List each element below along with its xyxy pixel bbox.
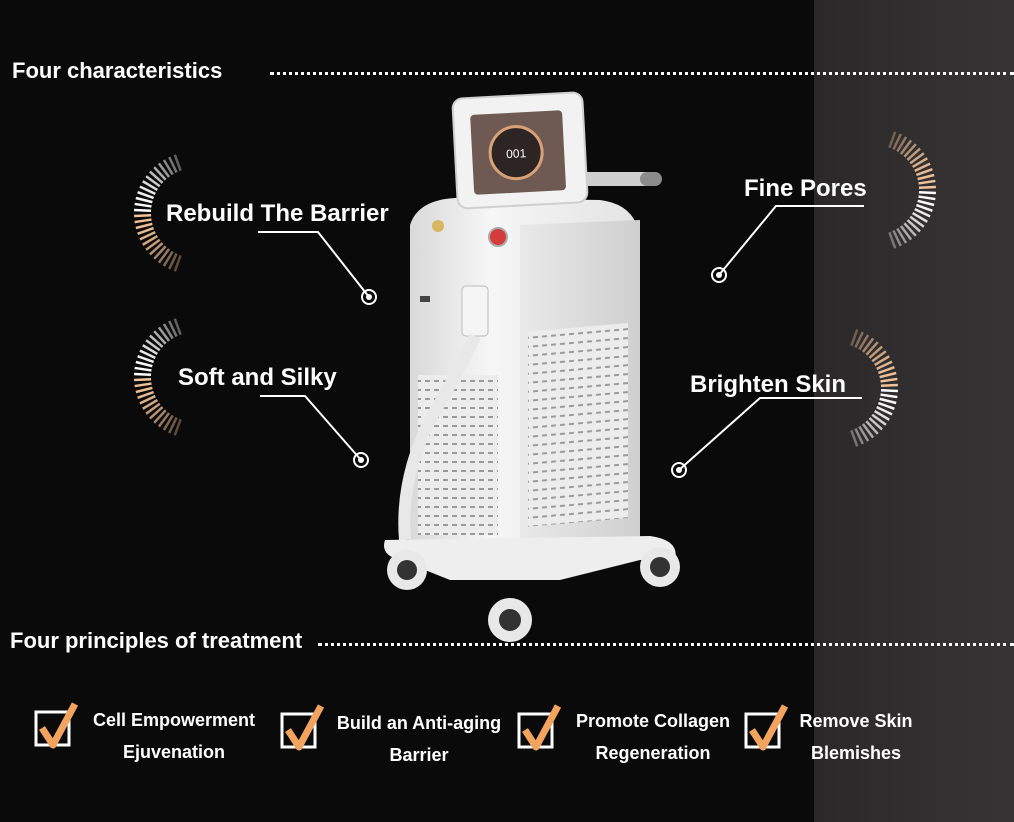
feature-label-brighten-skin: Brighten Skin <box>690 371 847 398</box>
principle-collagen: Promote Collagen Regeneration <box>568 705 738 769</box>
checkmark-icon <box>34 702 79 749</box>
emergency-stop-button <box>488 227 508 247</box>
dotted-divider <box>318 643 1014 646</box>
principle-cell-empowerment: Cell Empowerment Ejuvenation <box>86 704 262 768</box>
dash-ring <box>134 154 182 272</box>
right-shade-panel <box>814 0 1014 822</box>
principle-line2: Regeneration <box>595 743 711 763</box>
checkmark-icon <box>517 704 562 751</box>
dash-ring <box>850 329 898 447</box>
vent-grille <box>528 323 628 442</box>
dash-ring <box>888 131 936 249</box>
feature-label-rebuild-barrier: Rebuild The Barrier <box>166 200 389 227</box>
dotted-divider <box>270 72 1014 75</box>
section-title-principles: Four principles of treatment <box>10 628 303 653</box>
principle-line1: Promote Collagen <box>575 711 731 731</box>
vent-grille <box>528 418 628 527</box>
checkmark-icon <box>280 704 325 751</box>
principle-line2: Ejuvenation <box>122 742 225 762</box>
dash-ring <box>134 318 182 436</box>
principle-blemishes: Remove Skin Blemishes <box>790 705 922 769</box>
checkmark-icon <box>744 704 789 751</box>
caster-wheel <box>387 547 680 642</box>
key-switch <box>432 220 444 232</box>
principle-line2: Blemishes <box>810 743 902 763</box>
svg-text:001: 001 <box>506 146 527 161</box>
section-title-characteristics: Four characteristics <box>12 58 223 83</box>
vent-grille <box>418 375 498 535</box>
connector-dot <box>353 267 727 478</box>
principle-line1: Remove Skin <box>799 711 913 731</box>
feature-label-soft-silky: Soft and Silky <box>178 364 337 391</box>
feature-label-fine-pores: Fine Pores <box>744 175 867 202</box>
principle-line1: Cell Empowerment <box>92 710 256 730</box>
principle-line1: Build an Anti-aging <box>336 713 502 733</box>
handle-bar <box>570 172 660 186</box>
principle-line2: Barrier <box>389 745 449 765</box>
principle-anti-aging-barrier: Build an Anti-aging Barrier <box>326 707 512 771</box>
